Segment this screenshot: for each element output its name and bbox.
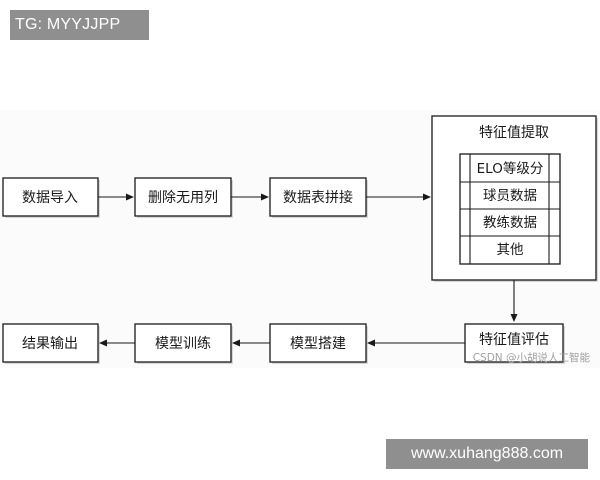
feature-item-player-data: 球员数据 <box>483 188 537 204</box>
arrow-drop-to-join <box>231 193 269 201</box>
feature-item-coach-data: 教练数据 <box>483 215 537 231</box>
arrow-evaluation-to-build <box>367 339 465 347</box>
step-result-output-label: 结果输出 <box>22 336 78 352</box>
arrow-train-to-output <box>99 339 135 347</box>
step-model-build-label: 模型搭建 <box>290 336 346 352</box>
step-data-import-label: 数据导入 <box>22 190 78 206</box>
arrow-extraction-to-evaluation <box>510 280 518 322</box>
step-table-join: 数据表拼接 <box>269 177 368 218</box>
step-model-train-label: 模型训练 <box>155 336 211 352</box>
arrow-build-to-train <box>232 339 270 347</box>
bottom-watermark: www.xuhang888.com <box>386 439 588 469</box>
arrow-join-to-feature-extraction <box>366 193 431 201</box>
step-drop-useless-columns: 删除无用列 <box>134 177 233 218</box>
feature-extraction-title: 特征值提取 <box>479 125 549 141</box>
step-drop-useless-columns-label: 删除无用列 <box>148 190 218 206</box>
feature-item-other: 其他 <box>497 242 524 258</box>
feature-extraction-box: 特征值提取 ELO等级分 球员数据 教练数据 其他 <box>431 115 598 282</box>
step-model-train: 模型训练 <box>134 323 233 364</box>
step-feature-evaluation: 特征值评估 <box>464 323 565 364</box>
top-watermark: TG: MYYJJPP <box>10 10 149 40</box>
step-data-import: 数据导入 <box>2 177 100 218</box>
feature-item-elo: ELO等级分 <box>477 160 544 177</box>
csdn-credit: CSDN @小胡说人工智能 <box>473 351 591 364</box>
step-model-build: 模型搭建 <box>269 323 368 364</box>
step-table-join-label: 数据表拼接 <box>283 189 353 206</box>
step-feature-evaluation-label: 特征值评估 <box>479 332 549 348</box>
arrow-import-to-drop <box>98 193 134 201</box>
step-result-output: 结果输出 <box>2 323 100 364</box>
